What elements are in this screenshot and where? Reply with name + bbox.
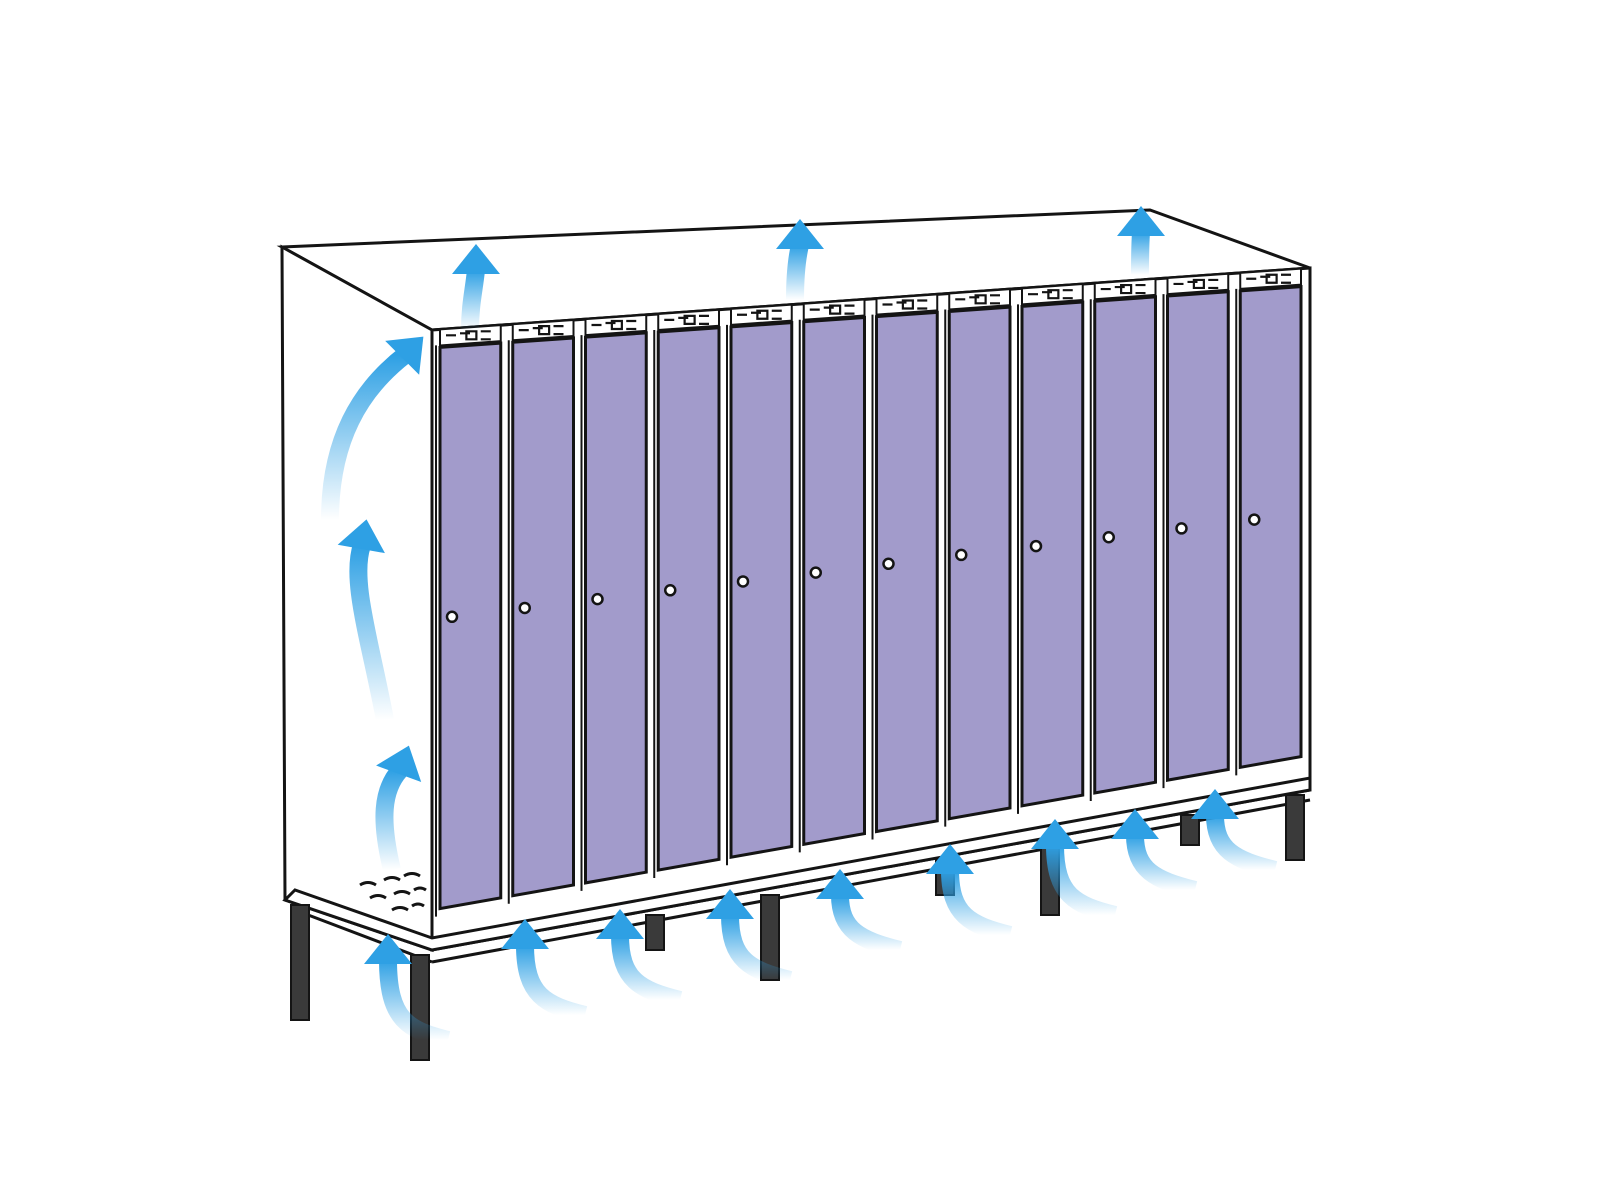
lock-icon: [1248, 513, 1261, 526]
bench-leg: [1285, 794, 1305, 861]
lock-icon: [809, 566, 822, 579]
vent-slot-icon: [882, 299, 928, 310]
airflow-arrow-icon: [776, 219, 824, 301]
bench-leg: [645, 914, 665, 951]
lock-icon: [591, 592, 604, 606]
locker-door: [729, 320, 794, 860]
lock-icon: [955, 548, 968, 562]
airflow-arrow-icon: [1117, 206, 1165, 276]
airflow-arrow-icon: [596, 909, 683, 1009]
bench-base: [282, 776, 1312, 964]
locker-door: [1238, 285, 1303, 770]
locker-door: [511, 336, 575, 898]
side-vent-slots: [359, 872, 427, 912]
airflow-arrow-icon: [1031, 819, 1118, 924]
lock-icon: [1029, 539, 1043, 553]
vent-slot-icon: [1246, 273, 1291, 284]
airflow-arrow-icon: [321, 336, 424, 521]
airflow-arrow-icon: [375, 745, 422, 873]
airflow-arrow-icon: [1111, 809, 1198, 899]
locker-door: [1093, 295, 1157, 795]
airflow-arrow-icon: [452, 244, 500, 331]
locker-door: [875, 310, 939, 834]
lock-icon: [664, 584, 677, 597]
bench-leg: [290, 904, 310, 1021]
locker-door: [584, 331, 648, 885]
locker-door: [947, 305, 1012, 821]
vent-slot-icon: [737, 309, 782, 320]
locker-doors: [435, 285, 1303, 917]
locker-door: [1020, 300, 1085, 808]
bench-leg: [410, 954, 430, 1061]
vent-slot-icon: [955, 294, 1000, 305]
airflow-arrow-icon: [501, 919, 588, 1024]
lock-icon: [1175, 522, 1188, 535]
top-vents: [439, 267, 1302, 347]
vent-slot-icon: [1100, 283, 1146, 295]
airflow-arrow-icon: [337, 519, 394, 722]
locker-door: [802, 315, 866, 847]
airflow-arrow-icon: [816, 869, 903, 959]
airflow-arrows: [321, 206, 1278, 1049]
airflow-arrow-icon: [926, 844, 1013, 944]
vent-slot-icon: [1028, 289, 1073, 300]
vent-slot-icon: [664, 314, 709, 325]
lock-icon: [882, 557, 895, 571]
locker-door: [656, 326, 721, 872]
airflow-arrow-icon: [1191, 789, 1278, 879]
vent-slot-icon: [591, 319, 637, 331]
locker-door: [438, 341, 503, 911]
lock-icon: [736, 575, 750, 588]
lock-icon: [445, 610, 459, 624]
bench-rail: [282, 776, 1312, 952]
vent-slot-icon: [518, 325, 564, 336]
bench-leg: [1180, 814, 1200, 846]
airflow-arrow-icon: [364, 934, 451, 1049]
lock-icon: [1102, 531, 1115, 544]
vent-slot-icon: [809, 304, 855, 315]
vent-slot-icon: [446, 330, 491, 341]
airflow-arrow-icon: [706, 889, 793, 989]
lock-icon: [518, 601, 531, 615]
locker-door: [1166, 290, 1230, 782]
vent-slot-icon: [1173, 278, 1219, 290]
